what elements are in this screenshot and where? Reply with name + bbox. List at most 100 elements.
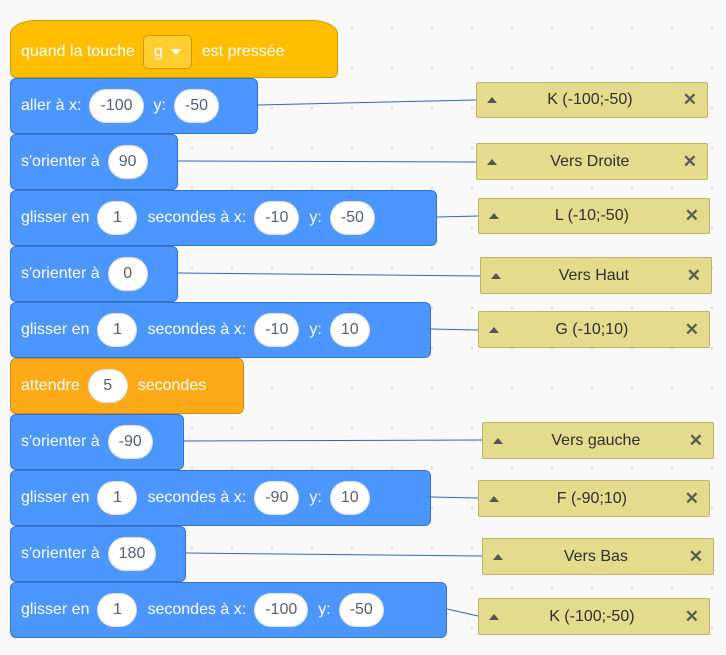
x-input[interactable]: -100 — [254, 593, 309, 627]
connector-line — [177, 160, 477, 163]
hat-label-2: est pressée — [201, 43, 285, 60]
block-label: glisser en — [21, 209, 90, 226]
comment-text[interactable]: Vers gauche — [551, 431, 641, 449]
glide-to-xy-block[interactable]: glisser en 1 secondes à x: -100 y: -50 — [10, 582, 447, 638]
close-icon[interactable]: ✕ — [684, 488, 699, 508]
connector-line — [430, 328, 479, 331]
block-label: glisser en — [21, 321, 90, 338]
comment-text[interactable]: F (-90;10) — [556, 489, 627, 507]
comment-note[interactable]: K (-100;-50) ✕ — [476, 82, 708, 118]
x-input[interactable]: -100 — [89, 89, 144, 123]
point-in-direction-block[interactable]: s'orienter à 90 — [10, 134, 178, 190]
close-icon[interactable]: ✕ — [682, 90, 697, 109]
connector-line — [183, 439, 483, 442]
wait-block[interactable]: attendre 5 secondes — [10, 358, 244, 414]
connector-line — [436, 215, 479, 218]
comment-text[interactable]: Vers Haut — [558, 266, 629, 284]
y-input[interactable]: 10 — [329, 481, 370, 515]
triangle-up-icon[interactable] — [487, 158, 497, 165]
seconds-input[interactable]: 1 — [97, 593, 138, 627]
triangle-up-icon[interactable] — [491, 272, 501, 279]
comment-note[interactable]: Vers Haut ✕ — [480, 257, 712, 294]
comment-text[interactable]: Vers Bas — [563, 547, 628, 565]
block-label-y: y: — [309, 489, 322, 506]
y-input[interactable]: -50 — [329, 201, 375, 235]
direction-input[interactable]: 0 — [107, 257, 148, 291]
close-icon[interactable]: ✕ — [688, 546, 703, 566]
seconds-input[interactable]: 1 — [97, 313, 138, 347]
connector-line — [430, 496, 479, 499]
comment-text[interactable]: L (-10;-50) — [554, 207, 629, 224]
comment-text[interactable]: K (-100;-50) — [549, 607, 635, 625]
key-value: g — [153, 43, 163, 60]
triangle-up-icon[interactable] — [489, 613, 499, 620]
direction-input[interactable]: 180 — [107, 537, 157, 571]
comment-note[interactable]: L (-10;-50) ✕ — [478, 198, 710, 234]
hat-label: quand la touche — [21, 43, 135, 60]
close-icon[interactable]: ✕ — [686, 265, 701, 285]
key-dropdown[interactable]: g — [142, 35, 192, 69]
connector-line — [257, 99, 477, 106]
x-input[interactable]: -90 — [254, 481, 300, 515]
close-icon[interactable]: ✕ — [682, 151, 697, 171]
comment-note[interactable]: K (-100;-50) ✕ — [478, 598, 710, 635]
y-input[interactable]: -50 — [173, 89, 220, 123]
block-label-x: secondes à x: — [147, 601, 247, 618]
triangle-up-icon[interactable] — [489, 326, 499, 333]
point-in-direction-block[interactable]: s'orienter à -90 — [10, 414, 184, 470]
block-label: s'orienter à — [21, 265, 100, 282]
comment-note[interactable]: Vers Bas ✕ — [482, 538, 714, 575]
triangle-up-icon[interactable] — [487, 97, 497, 103]
block-label-x: secondes à x: — [147, 209, 247, 226]
block-label: glisser en — [21, 489, 90, 506]
block-label-x: secondes à x: — [147, 321, 247, 338]
block-label-y: y: — [318, 601, 331, 618]
connector-line — [185, 552, 483, 557]
comment-text[interactable]: Vers Droite — [550, 152, 630, 170]
comment-note[interactable]: F (-90;10) ✕ — [478, 480, 710, 517]
glide-to-xy-block[interactable]: glisser en 1 secondes à x: -10 y: -50 — [10, 190, 437, 246]
block-label: s'orienter à — [21, 433, 100, 450]
connector-line — [177, 272, 481, 277]
comment-text[interactable]: K (-100;-50) — [547, 91, 633, 108]
point-in-direction-block[interactable]: s'orienter à 180 — [10, 526, 186, 582]
comment-note[interactable]: G (-10;10) ✕ — [478, 311, 710, 348]
block-label-y: y: — [309, 321, 322, 338]
x-input[interactable]: -10 — [254, 313, 300, 347]
block-label-y: y: — [153, 97, 166, 114]
block-label: glisser en — [21, 601, 90, 618]
glide-to-xy-block[interactable]: glisser en 1 secondes à x: -90 y: 10 — [10, 470, 431, 526]
block-label: attendre — [21, 377, 80, 394]
when-key-pressed-block[interactable]: quand la touche g est pressée — [10, 20, 338, 78]
y-input[interactable]: -50 — [338, 593, 384, 627]
close-icon[interactable]: ✕ — [684, 206, 699, 225]
block-label-y: y: — [309, 209, 322, 226]
seconds-input[interactable]: 1 — [97, 201, 138, 235]
close-icon[interactable]: ✕ — [684, 319, 699, 339]
connector-line — [446, 608, 479, 617]
block-label-2: secondes — [137, 377, 207, 394]
comment-note[interactable]: Vers gauche ✕ — [482, 422, 714, 459]
close-icon[interactable]: ✕ — [688, 430, 703, 450]
comment-text[interactable]: G (-10;10) — [555, 320, 629, 338]
triangle-up-icon[interactable] — [493, 437, 503, 444]
seconds-input[interactable]: 1 — [97, 481, 138, 515]
x-input[interactable]: -10 — [254, 201, 300, 235]
y-input[interactable]: 10 — [329, 313, 370, 347]
glide-to-xy-block[interactable]: glisser en 1 secondes à x: -10 y: 10 — [10, 302, 431, 358]
chevron-down-icon — [170, 49, 181, 55]
direction-input[interactable]: 90 — [107, 145, 148, 179]
point-in-direction-block[interactable]: s'orienter à 0 — [10, 246, 178, 302]
block-label: s'orienter à — [21, 545, 100, 562]
comment-note[interactable]: Vers Droite ✕ — [476, 143, 708, 180]
triangle-up-icon[interactable] — [489, 495, 499, 502]
go-to-xy-block[interactable]: aller à x: -100 y: -50 — [10, 78, 258, 134]
block-label: s'orienter à — [21, 153, 100, 170]
block-label: aller à x: — [21, 97, 82, 114]
triangle-up-icon[interactable] — [489, 213, 499, 219]
direction-input[interactable]: -90 — [107, 425, 153, 459]
triangle-up-icon[interactable] — [493, 553, 503, 560]
wait-seconds-input[interactable]: 5 — [87, 369, 128, 403]
close-icon[interactable]: ✕ — [684, 606, 699, 626]
